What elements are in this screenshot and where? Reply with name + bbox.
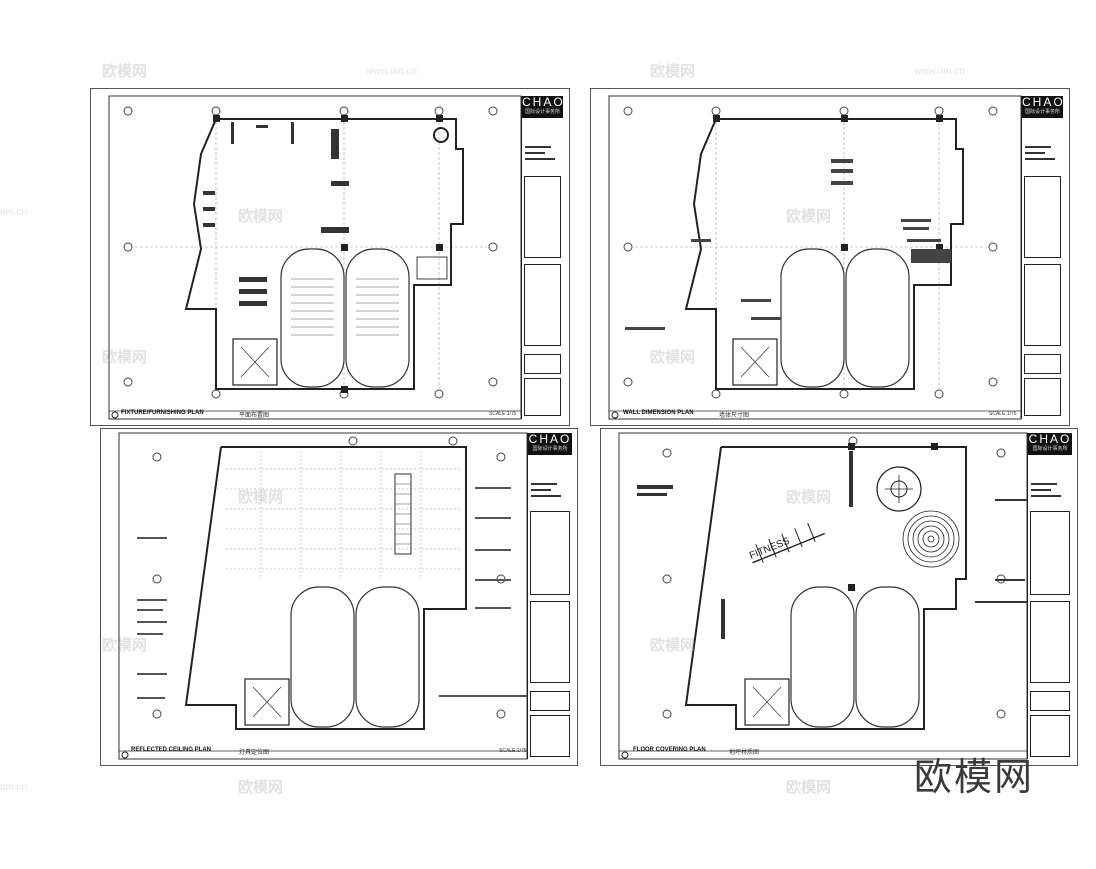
sheet-title: FLOOR COVERING PLAN bbox=[633, 747, 706, 753]
sheet-title: WALL DIMENSION PLAN bbox=[623, 410, 694, 416]
sheet-title-cn: 墙体尺寸图 bbox=[719, 413, 750, 419]
watermark-brand: 欧模网 bbox=[786, 779, 832, 796]
title-block: CHAO 国际设计事务所 bbox=[527, 433, 572, 759]
title-block: CHAO 国际设计事务所 bbox=[521, 96, 563, 419]
watermark-url: om.cn bbox=[0, 782, 28, 793]
title-block: CHAO 国际设计事务所 bbox=[1021, 96, 1063, 419]
sheet-title: REFLECTED CEILING PLAN bbox=[131, 747, 212, 753]
fitness-label: FITNESS bbox=[748, 536, 792, 562]
logo-subtext: 国际设计事务所 bbox=[532, 446, 568, 452]
sheet-title-cn: 地坪材质图 bbox=[729, 750, 760, 756]
studio-logo: CHAO 国际设计事务所 bbox=[1028, 433, 1072, 455]
title-block: CHAO 国际设计事务所 bbox=[1027, 433, 1072, 759]
sheet-title-cn: 平面布置图 bbox=[239, 413, 270, 419]
studio-logo: CHAO 国际设计事务所 bbox=[1022, 96, 1063, 118]
logo-subtext: 国际设计事务所 bbox=[1032, 446, 1068, 452]
logo-text: CHAO bbox=[1028, 432, 1072, 446]
sheet-title-cn: 灯具定位图 bbox=[239, 750, 270, 756]
logo-text: CHAO bbox=[1022, 95, 1065, 109]
drawing-sheet-floor-covering-plan[interactable]: FITNESS FLOOR COVERING PLAN 地坪材质图 CHAO 国… bbox=[600, 428, 1078, 766]
sheet-scale: SCALE:1/75 bbox=[989, 411, 1017, 417]
watermark-brand: 欧模网 bbox=[102, 63, 148, 80]
watermark-url: www.om.cn bbox=[914, 66, 966, 77]
drawing-sheet-fixture-plan[interactable]: FIXTURE/FURNISHING PLAN 平面布置图 SCALE:1/75… bbox=[90, 88, 570, 426]
studio-logo: CHAO 国际设计事务所 bbox=[528, 433, 572, 455]
logo-subtext: 国际设计事务所 bbox=[1024, 109, 1060, 115]
sheet-scale: SCALE:1/75 bbox=[499, 748, 527, 754]
wall-dimension-plan-drawing bbox=[608, 95, 1022, 420]
floor-covering-plan-drawing: FITNESS bbox=[618, 432, 1031, 760]
studio-logo: CHAO 国际设计事务所 bbox=[522, 96, 563, 118]
drawing-sheet-wall-dimension-plan[interactable]: WALL DIMENSION PLAN 墙体尺寸图 SCALE:1/75 CHA… bbox=[590, 88, 1070, 426]
drawing-sheet-reflected-ceiling-plan[interactable]: REFLECTED CEILING PLAN 灯具定位图 SCALE:1/75 … bbox=[100, 428, 578, 766]
reflected-ceiling-plan-drawing bbox=[118, 432, 529, 760]
watermark-url: om.cn bbox=[0, 207, 28, 218]
footer-watermark: 欧模网 bbox=[913, 755, 1034, 799]
logo-text: CHAO bbox=[522, 95, 565, 109]
logo-subtext: 国际设计事务所 bbox=[524, 109, 560, 115]
fixture-plan-drawing bbox=[108, 95, 522, 420]
watermark-brand: 欧模网 bbox=[650, 63, 696, 80]
sheet-title: FIXTURE/FURNISHING PLAN bbox=[121, 410, 204, 416]
sheet-scale: SCALE:1/75 bbox=[489, 411, 517, 417]
logo-text: CHAO bbox=[528, 432, 572, 446]
watermark-brand: 欧模网 bbox=[238, 779, 284, 796]
watermark-url: www.om.cn bbox=[366, 66, 418, 77]
